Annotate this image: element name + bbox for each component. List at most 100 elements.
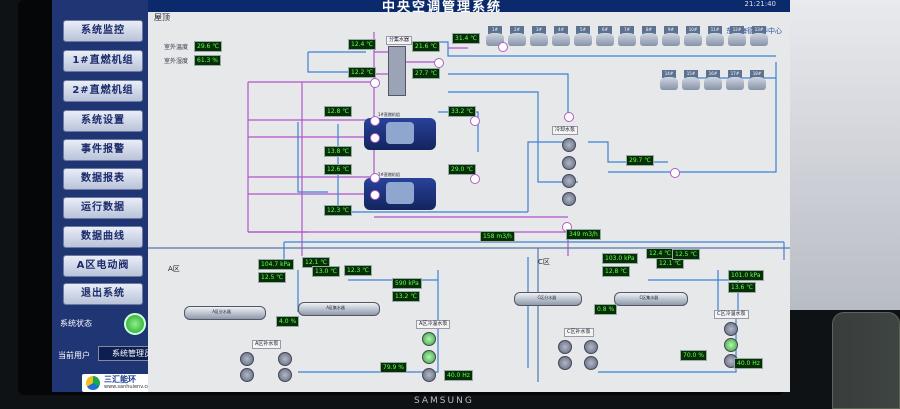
breadcrumb: 屋顶: [154, 13, 170, 22]
monitor-bezel: 中央空调管理系统 21:21:40 系统监控 1#直燃机组 2#直燃机组 系统设…: [18, 0, 790, 406]
cooling-tower-label: 6#: [598, 26, 612, 34]
nav-chiller-1[interactable]: 1#直燃机组: [63, 50, 143, 72]
cooling-tower[interactable]: 17#: [726, 70, 744, 90]
zone-c-chw-pump-label: C区冷温水泵: [714, 310, 749, 319]
cooling-tower[interactable]: 13#: [750, 26, 768, 46]
cooling-pump-2[interactable]: [562, 156, 576, 170]
cooling-tower-label: 15#: [684, 70, 698, 78]
cooling-tower[interactable]: 3#: [530, 26, 548, 46]
cooling-tower-label: 18#: [750, 70, 764, 78]
cooling-tower-body: [574, 33, 592, 46]
cooling-tower[interactable]: 6#: [596, 26, 614, 46]
cooling-tower-body: [726, 77, 744, 90]
nav-run-data[interactable]: 运行数据: [63, 197, 143, 219]
cooling-tower[interactable]: 10#: [684, 26, 702, 46]
nav-chiller-2[interactable]: 2#直燃机组: [63, 80, 143, 102]
valve-chiller-2-in[interactable]: [370, 173, 380, 183]
valve-chiller-1-out[interactable]: [370, 133, 380, 143]
schematic-area: 屋顶 东方海德亚华中心 室外温度 29.6 ℃ 室外湿度 61.3 %: [148, 12, 790, 392]
cooling-tower[interactable]: 12#: [728, 26, 746, 46]
zone-c-makeup-pump-3[interactable]: [558, 356, 572, 370]
zone-a-pressure-2: 590 kPa: [392, 278, 422, 289]
zone-c-distributor[interactable]: C区分水器: [514, 292, 582, 306]
nav-alarms[interactable]: 事件报警: [63, 139, 143, 161]
zone-c-chw-pump-1[interactable]: [724, 322, 738, 336]
cooling-tower[interactable]: 8#: [640, 26, 658, 46]
zone-a-makeup-pump-1[interactable]: [240, 352, 254, 366]
nav-system-monitor[interactable]: 系统监控: [63, 20, 143, 42]
cooling-pump-1[interactable]: [562, 138, 576, 152]
cooling-tower-body: [748, 77, 766, 90]
manifold-temp-r2: 27.7 ℃: [412, 68, 441, 79]
chiller-2-chw-in: 12.3 ℃: [324, 205, 353, 216]
nav-exit[interactable]: 退出系统: [63, 283, 143, 305]
valve-cooling-header[interactable]: [564, 112, 574, 122]
valve-return[interactable]: [670, 168, 680, 178]
zone-a-chw-pump-3[interactable]: [422, 368, 436, 382]
zone-a-distributor[interactable]: A区分水器: [184, 306, 266, 320]
outdoor-humidity-label: 室外湿度: [164, 58, 189, 65]
zone-c-valve-opening: 0.8 %: [594, 304, 618, 315]
cooling-tower-label: 16#: [706, 70, 720, 78]
outdoor-humidity-value: 61.3 %: [194, 55, 221, 66]
cooling-tower[interactable]: 4#: [552, 26, 570, 46]
cooling-tower-label: 14#: [662, 70, 676, 78]
cooling-tower-body: [704, 77, 722, 90]
outdoor-temp-value: 29.6 ℃: [194, 41, 223, 52]
cooling-tower-label: 5#: [576, 26, 590, 34]
valve-chiller-2-out[interactable]: [370, 190, 380, 200]
zone-a-makeup-pump-3[interactable]: [240, 368, 254, 382]
cooling-pump-4[interactable]: [562, 192, 576, 206]
cooling-tower[interactable]: 16#: [704, 70, 722, 90]
zone-a-makeup-pump-4[interactable]: [278, 368, 292, 382]
cooling-tower[interactable]: 14#: [660, 70, 678, 90]
zone-c-sub-temp-3: 12.5 ℃: [672, 249, 701, 260]
sidebar: 系统监控 1#直燃机组 2#直燃机组 系统设置 事件报警 数据报表 运行数据 数…: [52, 0, 166, 392]
valve-chiller-1-in[interactable]: [370, 116, 380, 126]
cooling-tower-body: [684, 33, 702, 46]
valve-manifold-2[interactable]: [434, 58, 444, 68]
cooling-tower[interactable]: 15#: [682, 70, 700, 90]
cooling-tower-label: 8#: [642, 26, 656, 34]
zone-a-makeup-pump-2[interactable]: [278, 352, 292, 366]
cooling-tower-label: 1#: [488, 26, 502, 34]
zone-a-collector[interactable]: A区集水器: [298, 302, 380, 316]
zone-a-pressure-1: 104.7 kPa: [258, 259, 294, 270]
nav-reports[interactable]: 数据报表: [63, 168, 143, 190]
zone-a-chw-pump-1[interactable]: [422, 332, 436, 346]
cooling-tower-body: [530, 33, 548, 46]
nav-curves[interactable]: 数据曲线: [63, 226, 143, 248]
nav-settings[interactable]: 系统设置: [63, 110, 143, 132]
zone-a-temp-2: 13.2 ℃: [392, 291, 421, 302]
zone-a-makeup-label: A区补水泵: [252, 340, 282, 349]
zone-c-makeup-pump-1[interactable]: [558, 340, 572, 354]
cooling-tower[interactable]: 5#: [574, 26, 592, 46]
cooling-tower-label: 13#: [752, 26, 766, 34]
zone-c-makeup-pump-2[interactable]: [584, 340, 598, 354]
cooling-tower[interactable]: 18#: [748, 70, 766, 90]
zone-a-sub-temp-3: 12.3 ℃: [344, 265, 373, 276]
zone-c-makeup-label: C区补水泵: [564, 328, 594, 337]
valve-manifold-1[interactable]: [370, 78, 380, 88]
nav-zone-a-valve[interactable]: A区电动阀: [63, 255, 143, 277]
cooling-tower[interactable]: 9#: [662, 26, 680, 46]
app-title: 中央空调管理系统: [382, 0, 503, 15]
valve-chiller-1-cw[interactable]: [470, 116, 480, 126]
clock: 21:21:40: [744, 0, 776, 8]
cooling-tower-label: 11#: [708, 26, 722, 34]
zone-c-sub-temp-2: 12.1 ℃: [656, 258, 685, 269]
cooling-pump-3[interactable]: [562, 174, 576, 188]
chiller-2-chw-out: 12.6 ℃: [324, 164, 353, 175]
chiller-1-chw-out: 12.8 ℃: [324, 106, 353, 117]
valve-tower-1[interactable]: [498, 42, 508, 52]
glass-jar: [832, 312, 900, 409]
zone-a-temp-1: 12.5 ℃: [258, 272, 287, 283]
zone-a-chw-pump-2[interactable]: [422, 350, 436, 364]
cooling-tower[interactable]: 2#: [508, 26, 526, 46]
cooling-tower[interactable]: 11#: [706, 26, 724, 46]
zone-c-chw-pump-2[interactable]: [724, 338, 738, 352]
valve-chiller-2-cw[interactable]: [470, 174, 480, 184]
zone-c-collector[interactable]: C区集水器: [614, 292, 688, 306]
cooling-tower[interactable]: 7#: [618, 26, 636, 46]
zone-c-makeup-pump-4[interactable]: [584, 356, 598, 370]
